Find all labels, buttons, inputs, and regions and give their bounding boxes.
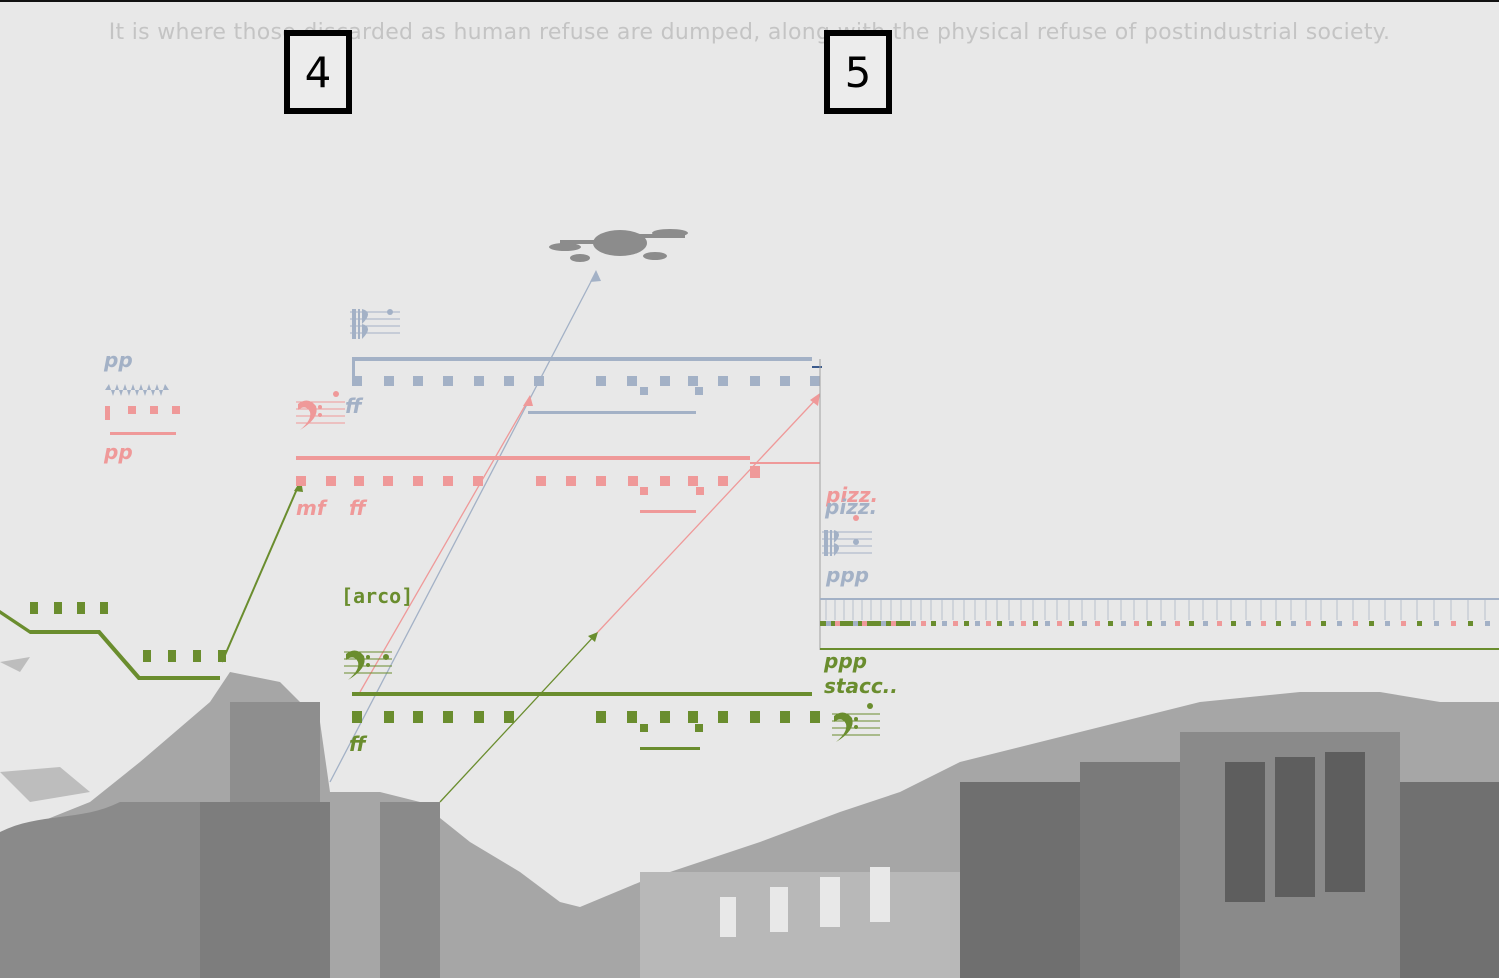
- bass-clef-icon: [296, 391, 345, 430]
- staccato-note: [862, 621, 867, 626]
- cello-rhythm: [0, 602, 820, 750]
- staccato-note: [1434, 621, 1439, 626]
- technique-pizz: pizz.: [826, 483, 879, 507]
- staccato-note: [1009, 621, 1014, 626]
- staccato-note: [1057, 621, 1062, 626]
- staccato-note: [964, 621, 969, 626]
- staccato-note: [1175, 621, 1180, 626]
- technique-arco: [arco]: [341, 584, 414, 608]
- staccato-note: [1021, 621, 1026, 626]
- alto-clef-icon: [822, 515, 872, 556]
- staccato-note: [853, 621, 858, 626]
- tremolo-icon: [105, 384, 169, 396]
- staccato-note: [1203, 621, 1208, 626]
- rowhouse-photo: [0, 657, 1499, 978]
- staccato-note: [986, 621, 991, 626]
- staccato-note: [881, 621, 886, 626]
- rehearsal-mark-5: 5: [824, 30, 892, 114]
- staccato-note: [1147, 621, 1152, 626]
- rehearsal-mark-4: 4: [284, 30, 352, 114]
- bass-clef-icon: [832, 703, 880, 742]
- alto-clef-icon: [350, 309, 400, 339]
- staccato-note: [826, 621, 831, 626]
- dynamic-ppp: ppp: [824, 649, 867, 673]
- staccato-note: [1261, 621, 1266, 626]
- staccato-note: [901, 621, 906, 626]
- dynamic-mf: mf: [296, 496, 326, 520]
- staccato-note: [911, 621, 916, 626]
- dynamic-pp: pp: [104, 348, 133, 372]
- drone-image: [549, 229, 688, 262]
- staccato-note: [1385, 621, 1390, 626]
- technique-staccato: stacc..: [824, 674, 898, 698]
- staccato-note: [1246, 621, 1251, 626]
- staccato-note: [835, 621, 840, 626]
- section5-staff: [819, 359, 1499, 650]
- staccato-note: [1189, 621, 1194, 626]
- staccato-note: [1069, 621, 1074, 626]
- dynamic-ppp: ppp: [826, 563, 869, 587]
- staccato-note: [1353, 621, 1358, 626]
- staccato-note: [1108, 621, 1113, 626]
- staccato-note: [1485, 621, 1490, 626]
- technique-pizz: pizz.: [825, 495, 878, 519]
- rehearsal-mark-label: 4: [304, 47, 332, 97]
- dynamic-ff: ff: [349, 496, 366, 520]
- staccato-note: [942, 621, 947, 626]
- staccato-note: [1217, 621, 1222, 626]
- staccato-note: [975, 621, 980, 626]
- staccato-note: [953, 621, 958, 626]
- staccato-note: [844, 621, 849, 626]
- staccato-note: [1134, 621, 1139, 626]
- staccato-note: [1306, 621, 1311, 626]
- staccato-note: [1417, 621, 1422, 626]
- staccato-note: [931, 621, 936, 626]
- staccato-note: [1468, 621, 1473, 626]
- staccato-note: [1291, 621, 1296, 626]
- staccato-note: [1337, 621, 1342, 626]
- bass-clef-icon: [344, 650, 392, 680]
- staccato-note: [871, 621, 876, 626]
- dynamic-pp: pp: [104, 440, 133, 464]
- staccato-note: [1369, 621, 1374, 626]
- staccato-note: [1451, 621, 1456, 626]
- rehearsal-mark-label: 5: [844, 47, 872, 97]
- dynamic-ff: ff: [345, 394, 362, 418]
- dynamic-ff: ff: [349, 732, 366, 756]
- staccato-note: [1321, 621, 1326, 626]
- staccato-note: [1033, 621, 1038, 626]
- staccato-note: [1045, 621, 1050, 626]
- staccato-note: [1276, 621, 1281, 626]
- staccato-ticks: [825, 600, 1490, 626]
- staccato-note: [1095, 621, 1100, 626]
- staccato-note: [921, 621, 926, 626]
- violin-rhythm: [352, 357, 822, 414]
- staccato-note: [1161, 621, 1166, 626]
- staccato-note: [1231, 621, 1236, 626]
- staccato-note: [1401, 621, 1406, 626]
- viola-rhythm: [105, 406, 820, 513]
- staccato-note: [891, 621, 896, 626]
- staccato-note: [1082, 621, 1087, 626]
- staccato-note: [997, 621, 1002, 626]
- staccato-note: [1121, 621, 1126, 626]
